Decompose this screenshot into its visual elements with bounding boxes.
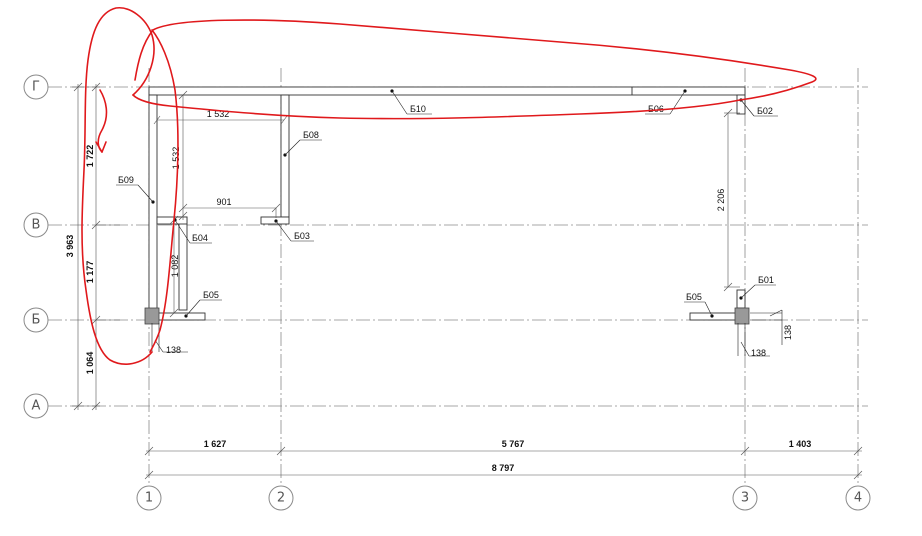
axis-label-4: 4 [854,491,862,506]
bottom-seg-2-label: 5 767 [502,439,525,449]
inner-dim-1082-label: 1 082 [170,255,180,278]
offset-138-right: 138 [737,323,770,358]
offset-138-left-label: 138 [166,345,181,355]
bottom-total-label: 8 797 [492,463,515,473]
tag-b05-left-label: Б05 [203,290,219,300]
inner-dim-2206: 2 206 [716,108,740,292]
tag-b02-label: Б02 [757,106,773,116]
left-dimension-chain: 1 722 1 177 1 064 [85,82,120,411]
axis-bubble-2: 2 [268,485,294,511]
inner-dim-901: 901 [178,197,281,218]
tag-b10-label: Б10 [410,104,426,114]
beam-b10 [148,86,746,96]
tag-b04-label: Б04 [192,233,208,243]
tag-b09: Б09 [116,175,155,204]
tag-b10: Б10 [390,89,432,115]
bottom-dimension-chain: 1 627 5 767 1 403 [144,439,863,456]
tag-b03: Б03 [274,219,314,242]
left-seg-2-label: 1 177 [85,261,95,284]
inner-dim-2206-label: 2 206 [716,189,726,212]
axis-bubble-v: В [23,212,49,238]
bottom-seg-1-label: 1 627 [204,439,227,449]
tag-b01-label: Б01 [758,275,774,285]
inner-dim-901-label: 901 [216,197,231,207]
axis-label-a: А [32,399,41,414]
beam-b02 [736,94,746,115]
left-seg-3-label: 1 064 [85,352,95,375]
left-total-label: 3 963 [65,235,75,258]
beam-b04-connector [156,216,188,225]
markup-loop-inner [149,29,179,353]
left-seg-1-label: 1 722 [85,145,95,168]
axis-bubble-3: 3 [732,485,758,511]
tag-b05-right: Б05 [684,292,714,318]
tag-b03-label: Б03 [294,231,310,241]
axis-label-2: 2 [277,491,285,506]
column-3-b [734,307,750,325]
axis-bubble-b: Б [23,307,49,333]
axis-bubble-4: 4 [845,485,871,511]
tag-b08: Б08 [283,130,322,157]
axis-label-g: Г [32,80,40,95]
markup-loop-left [81,7,155,365]
axis-label-b: Б [32,313,41,328]
column-1-b [144,307,160,325]
bottom-seg-3-label: 1 403 [789,439,812,449]
axis-bubble-g: Г [23,74,49,100]
tag-b05-right-label: Б05 [686,292,702,302]
inner-dim-1532-h-label: 1 532 [207,109,230,119]
inner-dim-1082: 1 082 [169,215,180,318]
tag-b08-label: Б08 [303,130,319,140]
axis-label-v: В [32,218,41,233]
beam-b04 [178,216,188,311]
tag-b05-left: Б05 [184,290,222,318]
offset-138-side-label: 138 [783,325,793,340]
axis-bubble-1: 1 [136,485,162,511]
tag-b06-label: Б06 [648,104,664,114]
markup-arrowhead [95,141,107,153]
offset-138-right-label: 138 [751,348,766,358]
axis-label-1: 1 [145,491,153,506]
offset-138-side: 138 [750,309,793,345]
tag-b06: Б06 [645,89,687,115]
axis-label-3: 3 [741,491,749,506]
tag-b01: Б01 [739,275,776,300]
markup-loop-top [132,19,817,120]
tag-b09-label: Б09 [118,175,134,185]
inner-dim-1532-v-label: 1 532 [171,147,181,170]
inner-dim-1532-vertical: 1 532 [171,90,188,221]
bottom-dimension-total: 8 797 [144,463,863,480]
axis-bubble-a: А [23,393,49,419]
